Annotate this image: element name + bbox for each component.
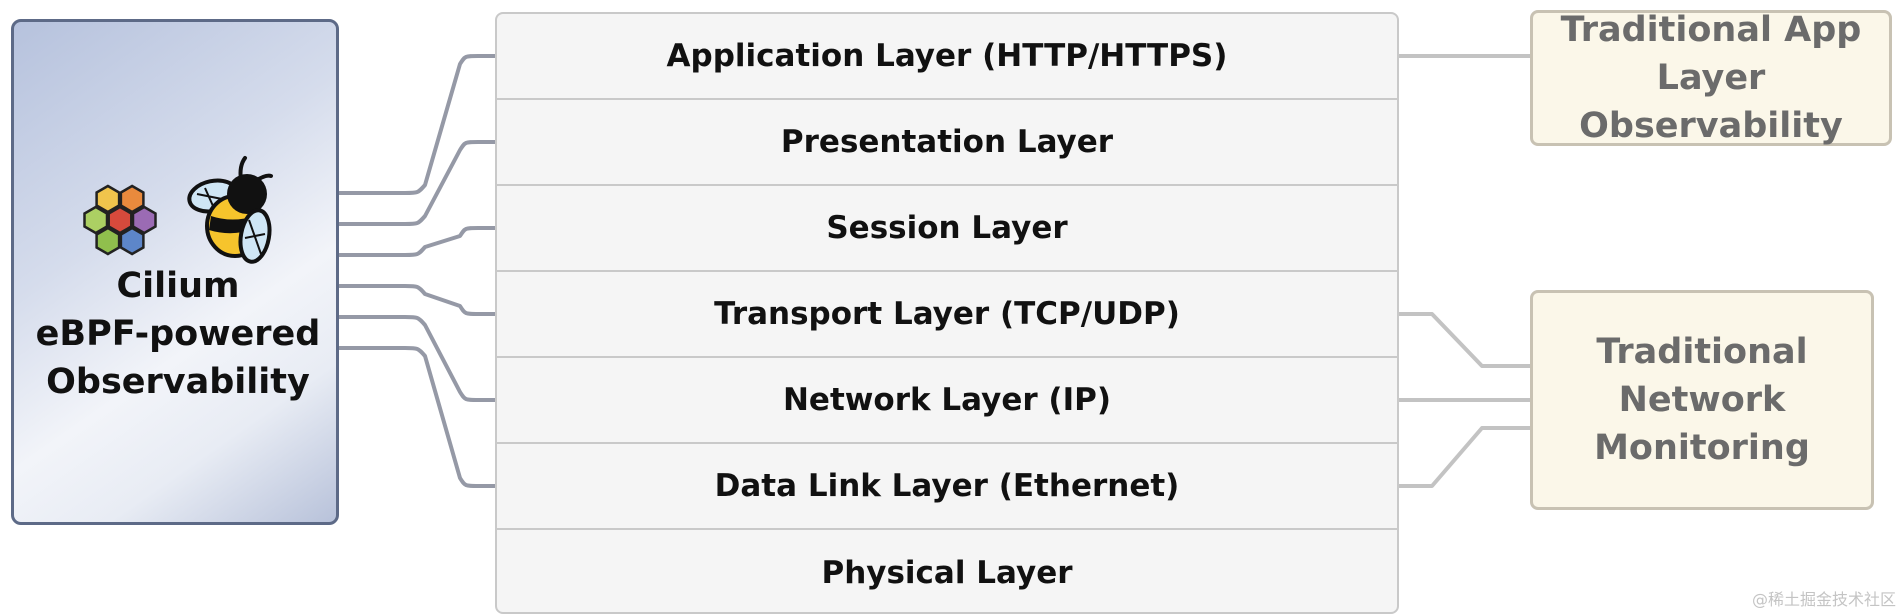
osi-layer-physical: Physical Layer bbox=[821, 555, 1073, 591]
cilium-connector-wire bbox=[339, 140, 534, 226]
hexagon-cell bbox=[119, 226, 145, 256]
cilium-connector-wire bbox=[339, 284, 534, 316]
cilium-logo-group bbox=[83, 156, 273, 264]
cilium-connector-wire bbox=[339, 315, 534, 402]
cilium-hexagon-logo-icon bbox=[83, 184, 157, 256]
hexagon-cell bbox=[119, 184, 145, 214]
osi-layer-data-link: Data Link Layer (Ethernet) bbox=[497, 444, 1397, 530]
hexagon-cell bbox=[83, 205, 109, 235]
osi-model-stack: Application Layer (HTTP/HTTPS) Presentat… bbox=[495, 12, 1399, 614]
cilium-connector-wire bbox=[339, 54, 534, 195]
hexagon-cell bbox=[107, 205, 133, 235]
hexagon-cell bbox=[95, 226, 121, 256]
traditional-net-line: Network bbox=[1618, 380, 1786, 420]
bee-mascot-icon bbox=[187, 156, 273, 264]
osi-layer-network: Network Layer (IP) bbox=[497, 358, 1397, 444]
cilium-title-line: eBPF-powered bbox=[35, 314, 321, 354]
cilium-connector-wire bbox=[339, 346, 534, 488]
traditional-net-line: Monitoring bbox=[1594, 428, 1810, 468]
osi-layer-application: Application Layer (HTTP/HTTPS) bbox=[497, 14, 1397, 100]
hexagon-cell bbox=[131, 205, 157, 235]
watermark: @稀土掘金技术社区 bbox=[1751, 590, 1896, 609]
cilium-title: Cilium eBPF-powered Observability bbox=[14, 262, 342, 406]
traditional-app-line: Layer Observability bbox=[1579, 58, 1843, 146]
traditional-network-monitoring-box: Traditional Network Monitoring bbox=[1530, 290, 1874, 510]
traditional-app-observability-box: Traditional App Layer Observability bbox=[1530, 10, 1892, 146]
cilium-panel: Cilium eBPF-powered Observability bbox=[11, 19, 339, 525]
hexagon-cell bbox=[95, 184, 121, 214]
cilium-title-line: Observability bbox=[46, 362, 310, 402]
traditional-net-line: Traditional bbox=[1596, 332, 1808, 372]
cilium-connector-wire bbox=[339, 226, 534, 257]
osi-layer-transport: Transport Layer (TCP/UDP) bbox=[497, 272, 1397, 358]
osi-layer-session: Session Layer bbox=[497, 186, 1397, 272]
osi-layer-presentation: Presentation Layer bbox=[497, 100, 1397, 186]
cilium-title-line: Cilium bbox=[116, 266, 240, 306]
traditional-app-line: Traditional App bbox=[1560, 10, 1862, 50]
